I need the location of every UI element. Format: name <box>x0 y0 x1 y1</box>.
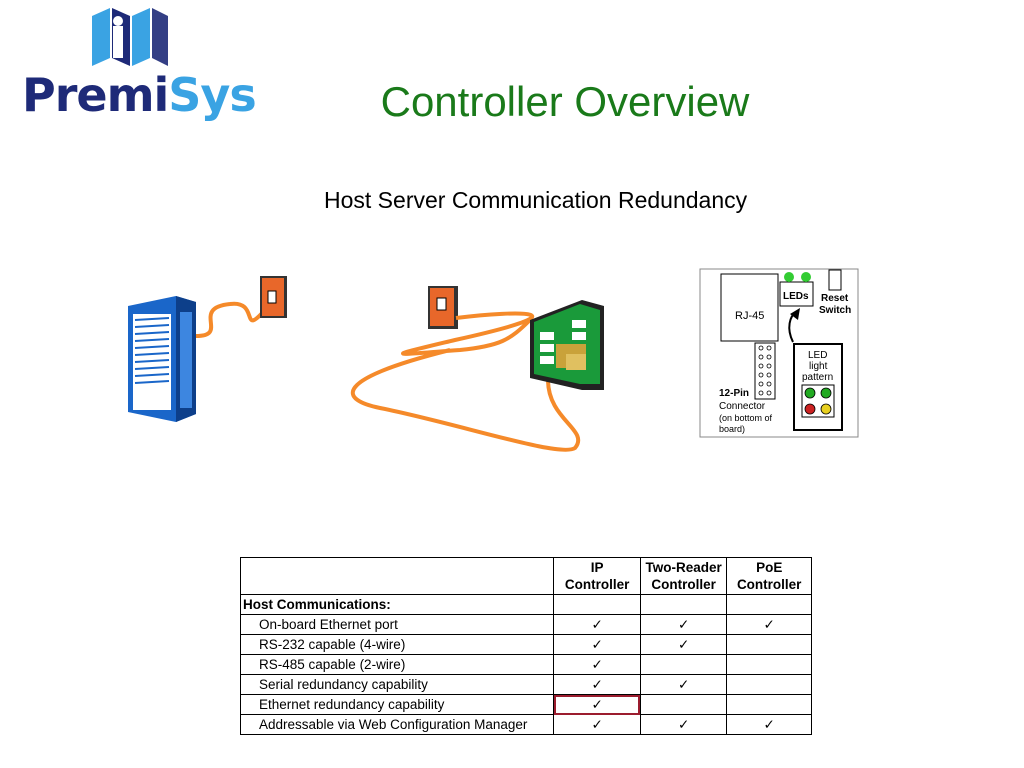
check-ip: ✓ <box>553 654 641 675</box>
feature-label: RS-485 capable (2-wire) <box>239 654 555 675</box>
check-poe <box>726 674 812 695</box>
check-two-reader <box>639 654 728 675</box>
board-schematic: RJ-45 LEDs Reset Switch 12-Pin Connector… <box>699 268 859 438</box>
check-ip: ✓ <box>553 674 641 695</box>
wall-jack-left-icon <box>260 276 287 318</box>
connector-label-3: (on bottom of <box>719 413 773 423</box>
reset-label-2: Switch <box>819 305 851 316</box>
page-subtitle: Host Server Communication Redundancy <box>324 187 748 213</box>
pattern-led-icon <box>804 403 816 415</box>
check-two-reader: ✓ <box>639 614 728 635</box>
check-ip: ✓ <box>553 614 641 635</box>
leds-label: LEDs <box>783 291 809 302</box>
rj45-label: RJ-45 <box>735 310 764 322</box>
check-ip: ✓ <box>553 714 641 735</box>
check-poe <box>726 634 812 655</box>
server-icon <box>128 296 196 422</box>
led-green-icon <box>784 272 794 282</box>
reset-label-1: Reset <box>821 293 849 304</box>
feature-label: On-board Ethernet port <box>239 614 555 635</box>
controller-board-icon <box>530 300 604 390</box>
table-row: RS-232 capable (4-wire) ✓ ✓ <box>239 634 812 655</box>
check-two-reader <box>639 694 728 715</box>
check-poe: ✓ <box>726 614 812 635</box>
premisys-logo: PremiSys <box>10 4 257 130</box>
pattern-label-1: LED <box>808 350 827 361</box>
pattern-led-icon <box>804 387 816 399</box>
feature-label: Serial redundancy capability <box>239 674 555 695</box>
check-ip: ✓ <box>553 634 641 655</box>
reset-switch-icon <box>828 269 842 291</box>
feature-label: RS-232 capable (4-wire) <box>239 634 555 655</box>
check-poe: ✓ <box>726 714 812 735</box>
check-two-reader: ✓ <box>639 714 728 735</box>
network-diagram: RJ-45 LEDs Reset Switch 12-Pin Connector… <box>128 268 859 452</box>
rj45-port-icon <box>720 273 779 342</box>
check-two-reader: ✓ <box>639 634 728 655</box>
led-green-icon <box>801 272 811 282</box>
connector-label-2: Connector <box>719 401 766 412</box>
cable-server-icon <box>195 301 267 338</box>
table-row: Ethernet redundancy capability ✓ <box>239 694 812 715</box>
feature-label: Addressable via Web Configuration Manage… <box>239 714 555 735</box>
table-group-row: Host Communications: <box>239 594 812 615</box>
pin-connector-icon <box>754 342 776 400</box>
pattern-led-icon <box>820 387 832 399</box>
check-ip-highlighted: ✓ <box>553 694 641 715</box>
feature-label: Ethernet redundancy capability <box>239 694 555 715</box>
logo-text: PremiSys <box>22 72 257 118</box>
wall-jack-right-icon <box>428 286 458 329</box>
logo-mark-icon <box>92 8 168 66</box>
logo-text-sys: Sys <box>168 68 256 122</box>
table-row: Serial redundancy capability ✓ ✓ <box>239 674 812 695</box>
cable-controller-icon <box>350 311 581 452</box>
table-row: Addressable via Web Configuration Manage… <box>239 714 812 735</box>
table-row: On-board Ethernet port ✓ ✓ ✓ <box>239 614 812 635</box>
check-two-reader: ✓ <box>639 674 728 695</box>
logo-text-premi: Premi <box>22 68 169 122</box>
pattern-label-2: light <box>809 361 828 372</box>
group-label: Host Communications: <box>239 594 555 615</box>
check-poe <box>726 654 812 675</box>
page-title: Controller Overview <box>380 78 750 125</box>
pattern-led-icon <box>820 403 832 415</box>
connector-label-4: board) <box>719 424 745 434</box>
table-row: RS-485 capable (2-wire) ✓ <box>239 654 812 675</box>
header-feature <box>239 557 555 595</box>
check-poe <box>726 694 812 715</box>
pattern-label-3: pattern <box>802 372 833 383</box>
connector-label-1: 12-Pin <box>719 388 749 399</box>
